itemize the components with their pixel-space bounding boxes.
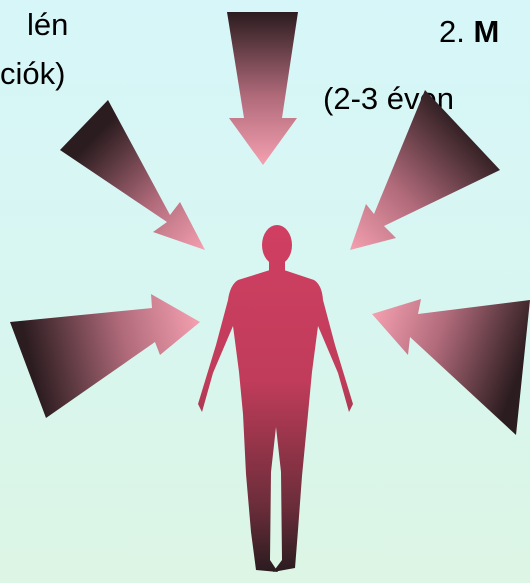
arrow-upper-right <box>350 90 500 250</box>
arrow-upper-left <box>60 100 205 250</box>
arrow-top <box>227 12 298 165</box>
arrow-lower-left <box>10 294 200 418</box>
human-figure <box>198 225 353 572</box>
arrow-lower-right <box>372 299 530 435</box>
